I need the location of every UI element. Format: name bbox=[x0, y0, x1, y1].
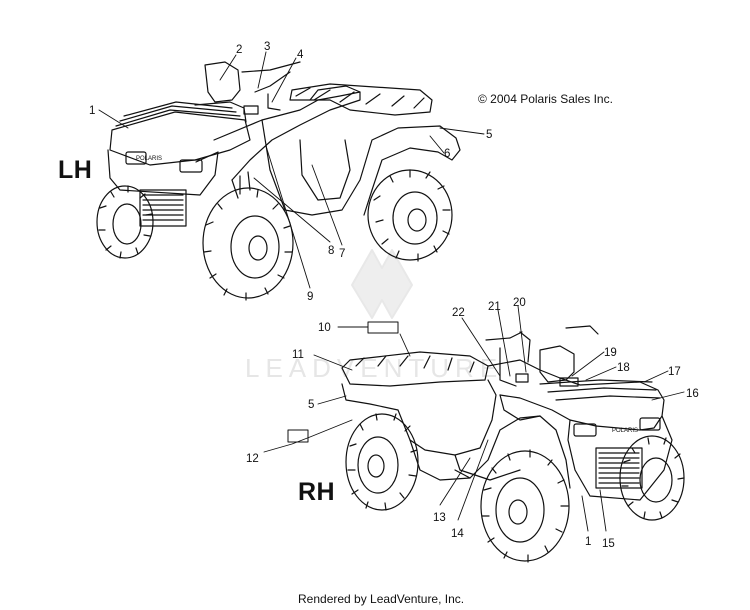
rh-body: POLARIS bbox=[341, 325, 673, 501]
callout-lh-5: 5 bbox=[486, 129, 492, 141]
rh-callouts: 10 11 5 12 13 14 1 15 16 17 18 19 20 21 … bbox=[246, 297, 699, 550]
lh-body: POLARIS bbox=[107, 61, 461, 227]
copyright-notice: © 2004 Polaris Sales Inc. bbox=[478, 92, 613, 106]
view-label-rh: RH bbox=[298, 478, 336, 506]
callout-rh-14: 14 bbox=[451, 528, 464, 540]
callout-rh-22: 22 bbox=[452, 307, 465, 319]
svg-text:POLARIS: POLARIS bbox=[136, 156, 162, 162]
callout-lh-4: 4 bbox=[297, 49, 304, 61]
decal-10-box bbox=[367, 321, 399, 334]
callout-rh-16: 16 bbox=[686, 388, 699, 400]
callout-rh-17: 17 bbox=[668, 366, 681, 378]
callout-lh-9: 9 bbox=[307, 291, 313, 303]
lh-front-near-wheel bbox=[202, 187, 294, 301]
callout-rh-20: 20 bbox=[513, 297, 526, 309]
callout-rh-21: 21 bbox=[488, 301, 501, 313]
callout-rh-5: 5 bbox=[308, 399, 314, 411]
rh-rear-near-wheel bbox=[345, 413, 419, 511]
view-label-lh: LH bbox=[58, 156, 93, 184]
svg-text:POLARIS: POLARIS bbox=[612, 428, 638, 434]
callout-rh-1: 1 bbox=[585, 536, 591, 548]
callout-rh-11: 11 bbox=[292, 349, 304, 361]
rh-front-near-wheel bbox=[480, 449, 570, 563]
callout-rh-13: 13 bbox=[433, 512, 446, 524]
callout-lh-2: 2 bbox=[236, 44, 242, 56]
decal-12-box bbox=[287, 429, 309, 443]
render-credit: Rendered by LeadVenture, Inc. bbox=[298, 592, 465, 606]
lh-callouts: 1 2 3 4 5 6 7 8 9 bbox=[89, 41, 492, 303]
callout-lh-7: 7 bbox=[339, 248, 345, 260]
rh-atv-drawing: POLARIS bbox=[341, 325, 685, 563]
callout-rh-12: 12 bbox=[246, 453, 259, 465]
rh-leader-lines bbox=[263, 305, 685, 532]
callout-rh-19: 19 bbox=[604, 347, 617, 359]
callout-rh-15: 15 bbox=[602, 538, 615, 550]
lh-rear-wheel bbox=[367, 169, 453, 262]
callout-rh-10: 10 bbox=[318, 322, 331, 334]
callout-lh-1: 1 bbox=[89, 105, 95, 117]
callout-lh-8: 8 bbox=[328, 245, 334, 257]
lh-leader-lines bbox=[98, 51, 485, 289]
lh-front-far-wheel bbox=[96, 185, 154, 259]
callout-lh-3: 3 bbox=[264, 41, 270, 53]
callout-lh-6: 6 bbox=[444, 148, 450, 160]
lh-atv-drawing: POLARIS bbox=[96, 61, 461, 301]
callout-rh-18: 18 bbox=[617, 362, 630, 374]
